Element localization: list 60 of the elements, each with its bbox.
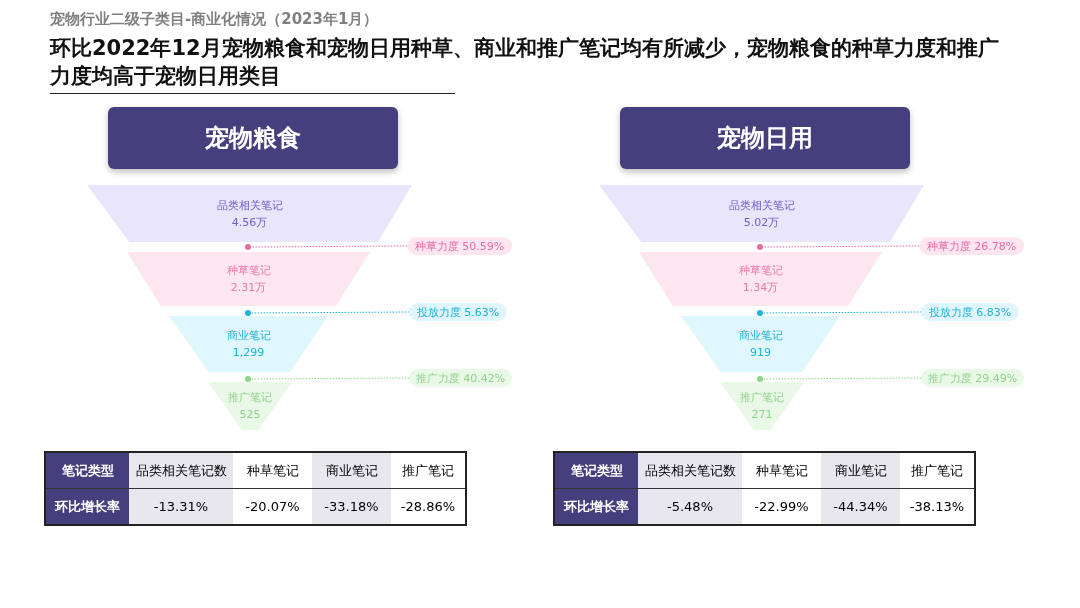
- table-cell: -44.34%: [821, 488, 900, 525]
- segment-label: 种草笔记: [738, 263, 783, 279]
- funnel-dot: [245, 310, 251, 316]
- table-cell: 推广笔记: [900, 452, 975, 489]
- leader-line: [762, 377, 922, 380]
- segment-value: 919: [750, 345, 771, 361]
- subtitle-text: 宠物行业二级子类目-商业化情况（2023年1月）: [50, 10, 379, 29]
- table-cell: -28.86%: [391, 488, 466, 525]
- rate-pill: 推广力度 40.42%: [409, 369, 512, 387]
- segment-value: 271: [751, 407, 773, 423]
- funnel-dot: [757, 244, 763, 250]
- rate-pill: 种草力度 26.78%: [919, 237, 1024, 255]
- funnel-dot: [757, 310, 763, 316]
- segment-label: 推广笔记: [228, 390, 272, 406]
- segment-label: 推广笔记: [740, 390, 784, 406]
- header-title: 宠物日用: [717, 123, 813, 154]
- table-cell: -33.18%: [312, 488, 391, 525]
- leader-line: [762, 311, 922, 314]
- table-cell: -22.99%: [742, 488, 821, 525]
- segment-value: 5.02万: [743, 214, 780, 231]
- segment-value: 1,299: [232, 345, 265, 361]
- row-header-cell: 笔记类型: [554, 452, 638, 489]
- segment-value: 525: [239, 407, 261, 423]
- segment-label: 品类相关笔记: [728, 197, 795, 214]
- heading-text: 环比2022年12月宠物粮食和宠物日用种草、商业和推广笔记均有所减少，宠物粮食的种草力度和推广力度均高于宠物日用类目: [50, 35, 1000, 90]
- segment-label: 商业笔记: [226, 328, 271, 344]
- table-cell: -20.07%: [233, 488, 312, 525]
- rate-pill: 投放力度 6.83%: [921, 303, 1019, 321]
- leader-line: [250, 245, 408, 248]
- leader-line: [250, 311, 410, 314]
- header-title: 宠物粮食: [205, 123, 301, 154]
- table-cell: 推广笔记: [391, 452, 466, 489]
- table-cell: 品类相关笔记数: [129, 452, 233, 489]
- category-header: [620, 107, 910, 169]
- row-header-cell: 笔记类型: [45, 452, 129, 489]
- row-header-cell: 环比增长率: [554, 488, 638, 525]
- table-cell: 种草笔记: [233, 452, 312, 489]
- funnel-dot: [757, 376, 763, 382]
- funnel-dot: [245, 376, 251, 382]
- segment-value: 4.56万: [231, 214, 268, 231]
- table-cell: -5.48%: [638, 488, 742, 525]
- table-cell: -13.31%: [129, 488, 233, 525]
- segment-label: 商业笔记: [738, 328, 783, 344]
- segment-label: 品类相关笔记: [216, 197, 283, 214]
- leader-line: [762, 245, 920, 248]
- table-cell: 商业笔记: [312, 452, 391, 489]
- table-cell: 品类相关笔记数: [638, 452, 742, 489]
- table-cell: 商业笔记: [821, 452, 900, 489]
- row-header-cell: 环比增长率: [45, 488, 129, 525]
- leader-line: [250, 377, 410, 380]
- funnel-dot: [245, 244, 251, 250]
- segment-label: 种草笔记: [226, 263, 271, 279]
- rate-pill: 推广力度 29.49%: [921, 369, 1024, 387]
- category-header: [108, 107, 398, 169]
- segment-value: 2.31万: [230, 280, 267, 296]
- table-cell: -38.13%: [900, 488, 975, 525]
- rate-pill: 种草力度 50.59%: [407, 237, 512, 255]
- segment-value: 1.34万: [742, 280, 779, 296]
- table-cell: 种草笔记: [742, 452, 821, 489]
- rate-pill: 投放力度 5.63%: [409, 303, 507, 321]
